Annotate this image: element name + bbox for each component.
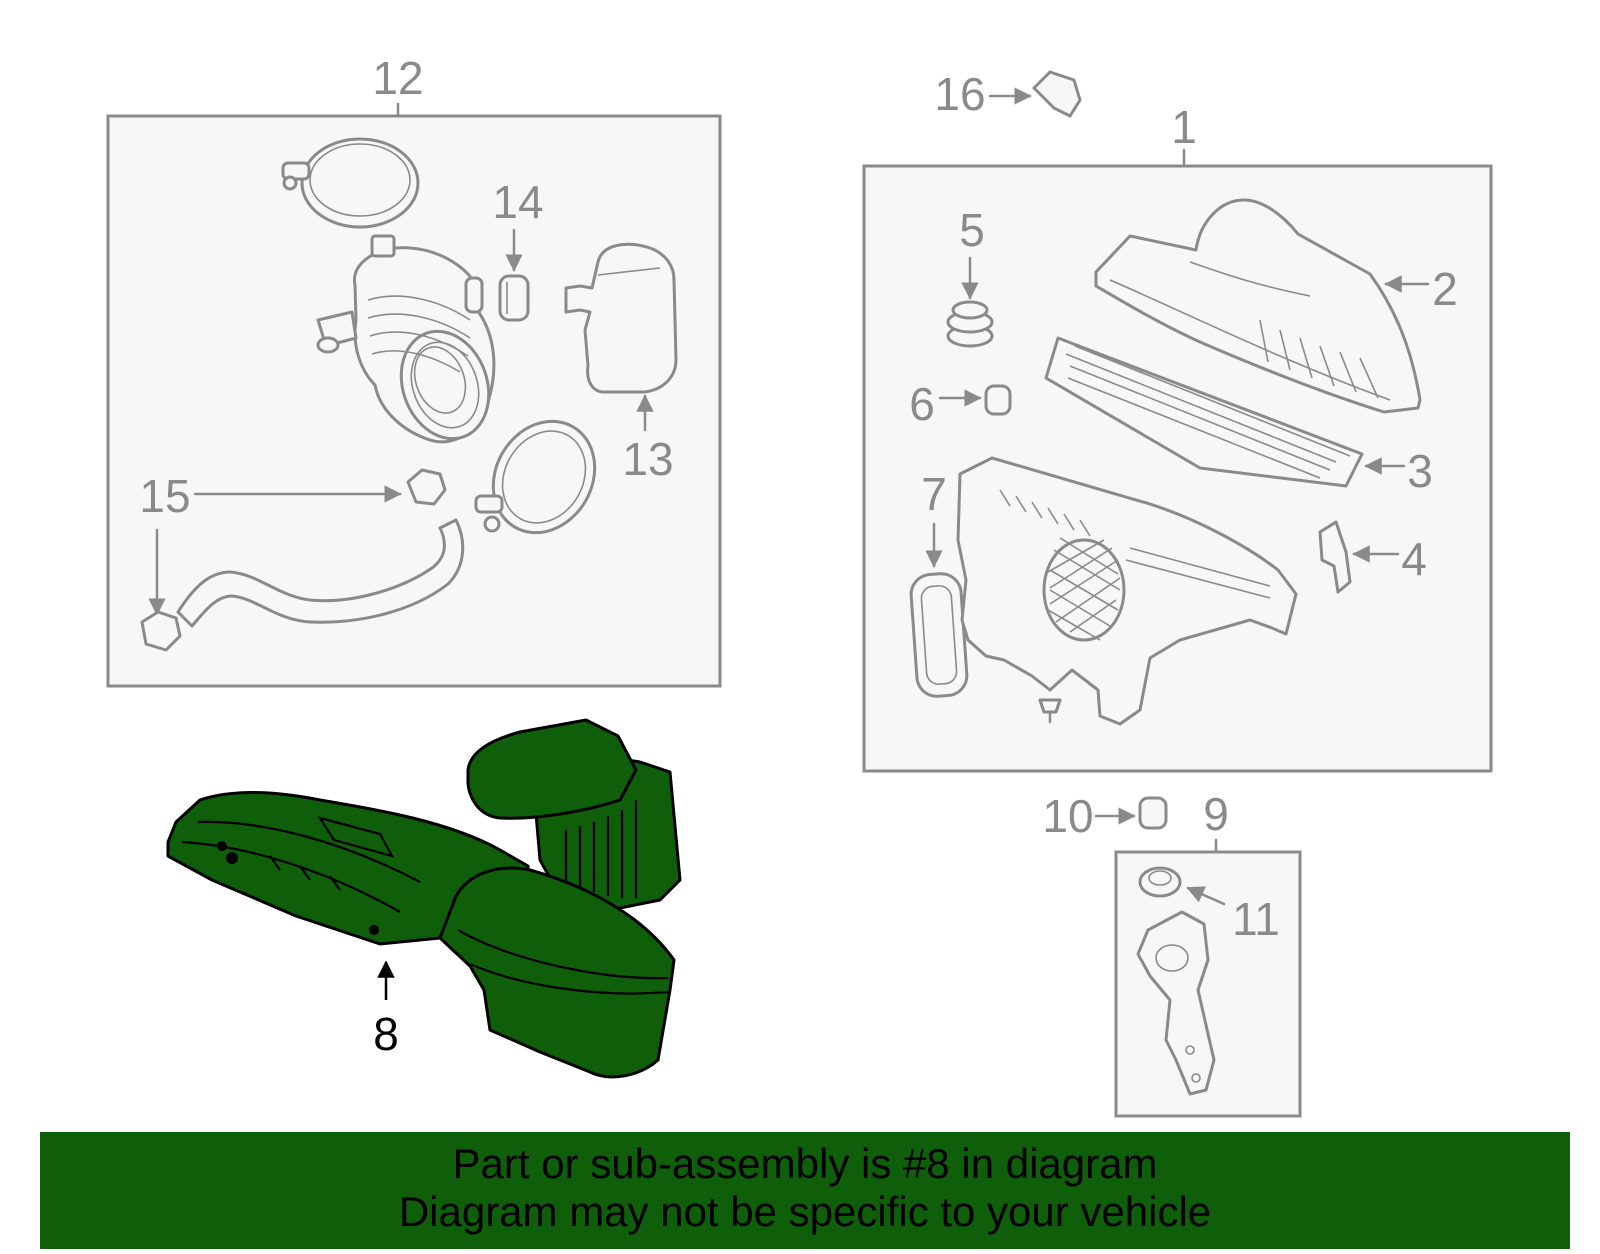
callout-1[interactable]: 1	[1171, 101, 1197, 153]
part-2-upper-cover[interactable]: 2	[1094, 198, 1458, 414]
part-13-resonator[interactable]: 13	[564, 242, 678, 485]
callout-16[interactable]: 16	[934, 68, 985, 120]
clamp-lower-part[interactable]	[473, 403, 614, 551]
callout-15[interactable]: 15	[139, 470, 190, 522]
lower-case-part[interactable]	[956, 456, 1298, 726]
callout-14[interactable]: 14	[492, 176, 543, 228]
part-8-intake-duct[interactable]: 8	[166, 718, 682, 1079]
part-10[interactable]: 10	[1042, 790, 1168, 842]
part-15-grommet[interactable]: 15	[139, 468, 447, 652]
callout-11[interactable]: 11	[1232, 893, 1280, 945]
clamp-top-part[interactable]	[281, 137, 420, 229]
group-12-intake-tube[interactable]: 12 14	[106, 52, 722, 688]
breather-hose-part[interactable]	[176, 518, 465, 628]
info-banner: Part or sub-assembly is #8 in diagram Di…	[40, 1132, 1570, 1249]
callout-4[interactable]: 4	[1401, 533, 1427, 585]
callout-12[interactable]: 12	[372, 52, 423, 104]
part-4-clip[interactable]: 4	[1318, 520, 1427, 594]
bracket-part[interactable]	[1136, 910, 1216, 1096]
callout-8[interactable]: 8	[373, 1008, 399, 1060]
group-1-air-cleaner[interactable]: 1 2 5 3 6	[862, 101, 1493, 773]
intake-tube-part[interactable]	[316, 234, 503, 451]
callout-13[interactable]: 13	[622, 433, 673, 485]
callout-9[interactable]: 9	[1203, 788, 1229, 840]
part-3-filter-element[interactable]: 3	[1044, 336, 1433, 497]
callout-10[interactable]: 10	[1042, 790, 1093, 842]
part-7-seal[interactable]: 7	[909, 468, 969, 698]
callout-7[interactable]: 7	[921, 468, 947, 520]
part-14-clamp[interactable]: 14	[492, 176, 544, 322]
part-11-grommet[interactable]: 11	[1138, 866, 1280, 945]
callout-3[interactable]: 3	[1407, 445, 1433, 497]
part-16[interactable]: 16	[934, 68, 1082, 120]
callout-6[interactable]: 6	[909, 378, 935, 430]
group-9-bracket[interactable]: 9 11	[1114, 788, 1302, 1118]
part-6-plug[interactable]: 6	[909, 378, 1012, 430]
callout-5[interactable]: 5	[959, 204, 985, 256]
part-5-grommet[interactable]: 5	[946, 204, 994, 348]
banner-line-1: Part or sub-assembly is #8 in diagram	[452, 1140, 1158, 1187]
callout-2[interactable]: 2	[1432, 263, 1458, 315]
banner-line-2: Diagram may not be specific to your vehi…	[398, 1188, 1212, 1235]
